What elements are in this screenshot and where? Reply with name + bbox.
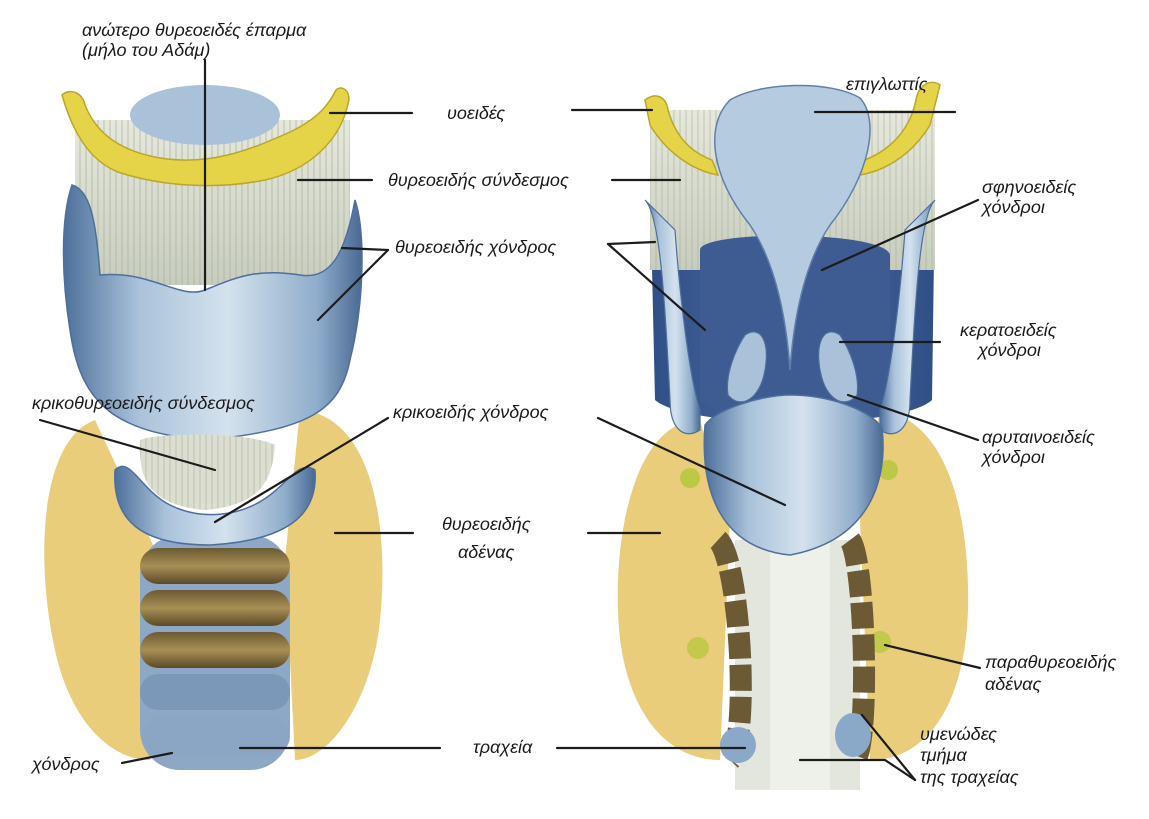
label-superior-notch-2: (μήλο του Αδάμ) bbox=[82, 40, 210, 60]
label-corniculate-2: χόνδροι bbox=[976, 340, 1041, 360]
label-thyroid-gland-1: θυρεοειδής bbox=[442, 514, 531, 534]
label-cricoid-cartilage: κρικοειδής χόνδρος bbox=[393, 402, 549, 422]
label-arytenoid-2: χόνδροι bbox=[980, 447, 1045, 467]
label-trachea: τραχεία bbox=[473, 737, 533, 757]
posterior-view bbox=[618, 82, 968, 790]
thyroid-gland-right bbox=[285, 410, 382, 760]
trachea-left bbox=[140, 535, 290, 770]
label-thyroid-cartilage: θυρεοειδής χόνδρος bbox=[395, 237, 556, 257]
label-parathyroid-2: αδένας bbox=[985, 674, 1041, 694]
label-cartilage: χόνδρος bbox=[30, 754, 100, 774]
label-hyoid: υοειδές bbox=[447, 103, 505, 123]
label-thyrohyoid-membrane: θυρεοειδής σύνδεσμος bbox=[388, 170, 569, 190]
label-cuneiform-1: σφηνοειδείς bbox=[982, 177, 1076, 197]
label-membranous-1: υμενώδες bbox=[920, 724, 997, 744]
anterior-view bbox=[44, 85, 382, 770]
label-arytenoid-1: αρυταινοειδείς bbox=[982, 427, 1095, 447]
label-corniculate-1: κερατοειδείς bbox=[960, 320, 1057, 340]
label-cricothyroid-ligament: κρικοθυρεοειδής σύνδεσμος bbox=[32, 393, 255, 413]
label-parathyroid-1: παραθυρεοειδής bbox=[985, 652, 1116, 672]
label-thyroid-gland-2: αδένας bbox=[458, 542, 514, 562]
label-membranous-3: της τραχείας bbox=[920, 767, 1019, 787]
cricoid-cartilage-right bbox=[704, 395, 883, 555]
label-membranous-2: τμήμα bbox=[920, 745, 967, 765]
label-cuneiform-2: χόνδροι bbox=[980, 197, 1045, 217]
label-superior-notch-1: ανώτερο θυρεοειδές έπαρμα bbox=[82, 20, 307, 40]
label-epiglottis: επιγλωττίς bbox=[846, 74, 928, 94]
